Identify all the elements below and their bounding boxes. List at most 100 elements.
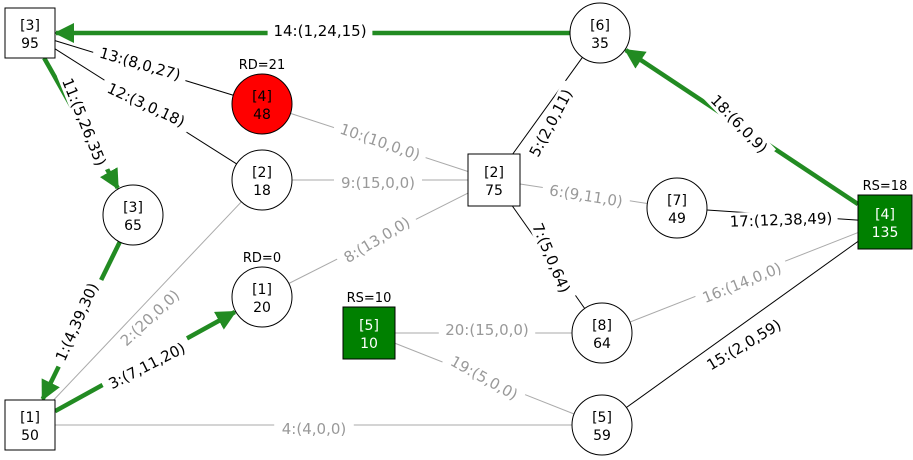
edge-label-bg: [526, 213, 577, 302]
node-label: [1]: [252, 282, 272, 298]
node-value: 49: [668, 211, 686, 227]
node-s2[interactable]: [2]75: [467, 153, 521, 207]
node-circle-shape: [102, 184, 164, 246]
edge-label-e17: 17:(12,38,49): [724, 209, 838, 231]
edge-label-text: 9:(15,0,0): [341, 174, 415, 192]
node-value: 135: [872, 225, 899, 241]
edge-label-text: 20:(15,0,0): [445, 321, 529, 339]
edge-label-e3: 3:(7,11,20): [99, 336, 194, 396]
node-c1[interactable]: [1] 20 RD=0: [231, 251, 293, 328]
edge-label-bg: [331, 117, 429, 166]
node-c3[interactable]: [3]65: [102, 184, 164, 246]
node-square-shape: [4, 399, 56, 451]
edge-label-e12: 12:(3,0,18): [98, 76, 194, 133]
node-circle-shape: [231, 266, 293, 328]
node-circle-shape: [231, 149, 293, 211]
node-label: [3]: [123, 200, 143, 216]
edge-label-text: 7:(5,0,64): [528, 220, 573, 295]
edge-label-text: 6:(9,11,0): [548, 181, 624, 210]
edge-labels-layer: 14:(1,24,15)13:(8,0,27)12:(3,0,18)11:(5,…: [49, 22, 838, 438]
edge-label-bg: [56, 70, 112, 174]
node-value: 95: [21, 36, 39, 52]
edge-label-bg: [334, 174, 422, 191]
edge-label-e16: 16:(14,0,0): [693, 256, 790, 309]
edge-label-text: 17:(12,38,49): [729, 209, 832, 231]
edge-label-text: 15:(2,0,59): [704, 316, 785, 374]
node-s1[interactable]: [1]50: [4, 399, 56, 451]
node-label: [8]: [592, 318, 612, 334]
node-label: [2]: [484, 165, 504, 181]
edge-label-e14: 14:(1,24,15): [267, 22, 373, 40]
node-c2[interactable]: [2]18: [231, 149, 293, 211]
edge-label-bg: [693, 256, 790, 309]
node-value: 59: [593, 428, 611, 444]
node-square-shape: [857, 194, 913, 250]
node-circle-shape: [571, 394, 633, 456]
edge-label-bg: [541, 180, 631, 211]
edge-label-e19: 19:(5,0,0): [441, 348, 527, 407]
node-label: [1]: [20, 410, 40, 426]
edge-label-bg: [522, 79, 579, 166]
node-c8[interactable]: [8]64: [571, 302, 633, 364]
node-label: [5]: [592, 410, 612, 426]
edge-label-bg: [111, 281, 188, 354]
node-value: 20: [253, 300, 271, 316]
edge-label-bg: [441, 348, 527, 407]
node-c6[interactable]: [6]35: [569, 2, 631, 64]
node-circle-shape: [569, 2, 631, 64]
node-s4[interactable]: [4] 135 RS=18: [857, 179, 913, 250]
node-label: [4]: [875, 207, 895, 223]
edge-label-e10: 10:(10,0,0): [331, 117, 429, 166]
edge-label-e4: 4:(4,0,0): [274, 420, 354, 438]
edge-label-bg: [98, 76, 194, 133]
edge-label-bg: [702, 86, 777, 162]
edge-label-text: 8:(13,0,0): [341, 213, 414, 267]
node-circle-shape: [571, 302, 633, 364]
node-label: [5]: [359, 318, 379, 334]
edge-e15: [626, 240, 859, 408]
edge-label-e5: 5:(2,0,11): [522, 79, 579, 166]
edge-label-e8: 8:(13,0,0): [334, 209, 419, 270]
node-s3[interactable]: [3]95: [4, 7, 56, 59]
node-square-shape: [342, 306, 396, 360]
node-c5[interactable]: [5]59: [571, 394, 633, 456]
node-label: [7]: [667, 193, 687, 209]
node-c7[interactable]: [7]49: [646, 177, 708, 239]
edge-label-e9: 9:(15,0,0): [334, 174, 422, 192]
node-label: [4]: [252, 89, 272, 105]
edge-label-bg: [274, 420, 354, 437]
edge-label-text: 19:(5,0,0): [447, 352, 520, 404]
edge-label-bg: [438, 321, 536, 338]
node-annotation: RD=21: [239, 58, 285, 73]
node-value: 10: [360, 336, 378, 352]
node-value: 64: [593, 336, 611, 352]
node-label: [2]: [252, 165, 272, 181]
node-label: [6]: [590, 18, 610, 34]
node-square-shape: [467, 153, 521, 207]
node-annotation: RD=0: [243, 251, 281, 266]
edge-label-bg: [267, 22, 373, 39]
edge-label-text: 12:(3,0,18): [104, 79, 187, 131]
edge-label-e20: 20:(15,0,0): [438, 321, 536, 339]
edge-label-e15: 15:(2,0,59): [698, 312, 790, 377]
edge-label-text: 2:(20,0,0): [117, 286, 183, 350]
edge-label-text: 1:(4,39,30): [52, 280, 102, 364]
edge-label-text: 4:(4,0,0): [282, 420, 346, 438]
edge-label-bg: [698, 312, 790, 377]
edge-label-text: 10:(10,0,0): [338, 120, 423, 164]
nodes-layer: [3]95[1]50[2]75[5]10RS=10[4]135RS=18[3]6…: [4, 2, 913, 456]
edge-label-text: 5:(2,0,11): [526, 86, 577, 160]
edge-e5: [512, 57, 583, 155]
node-annotation: RS=18: [863, 179, 908, 194]
edge-label-text: 16:(14,0,0): [700, 259, 784, 307]
node-circle-shape: [231, 73, 293, 135]
node-square-shape: [4, 7, 56, 59]
edge-label-e18: 18:(6,0,9): [702, 86, 777, 162]
node-circle-shape: [646, 177, 708, 239]
node-value: 35: [591, 36, 609, 52]
node-value: 75: [485, 183, 503, 199]
edge-label-bg: [49, 274, 104, 370]
